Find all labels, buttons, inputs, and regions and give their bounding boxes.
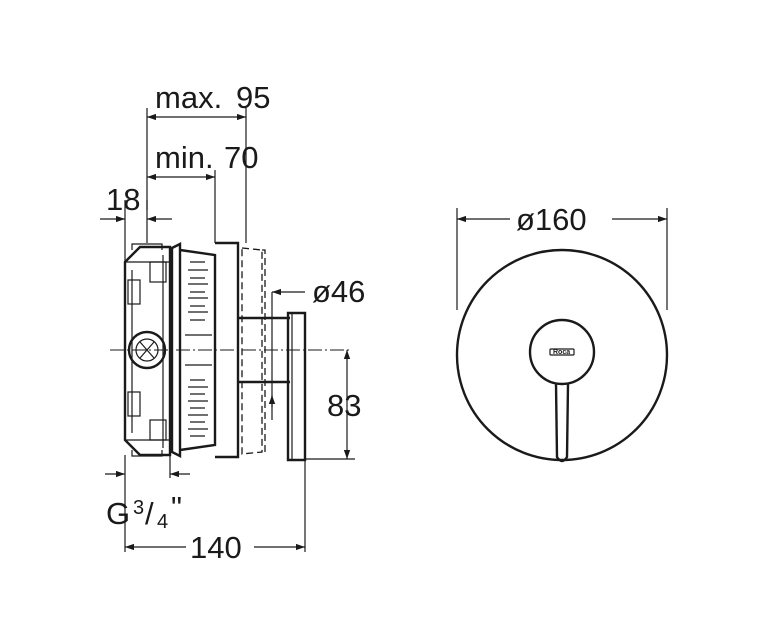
thread-denominator: 4	[157, 511, 168, 533]
min-label: min.	[155, 140, 214, 175]
thread-prefix: G	[106, 496, 130, 531]
plate-diameter: ø160	[516, 202, 587, 237]
logo-badge	[549, 348, 575, 356]
dim-18: 18	[100, 182, 172, 262]
logo-text: Roca	[553, 349, 570, 356]
mounting-flange	[170, 242, 217, 458]
front-lever	[554, 383, 570, 463]
handle-hub	[528, 318, 596, 386]
thread-inch-mark: "	[171, 490, 182, 525]
dim-diameter-46: ø46	[268, 274, 365, 420]
thread-slash: /	[145, 496, 154, 531]
side-view: max. 95 min. 70 18 ø46	[100, 80, 365, 565]
dim-min-70: min. 70	[147, 140, 258, 243]
dim-83: 83	[305, 350, 361, 460]
dim-thread: G 3 / 4 "	[105, 455, 190, 533]
dim-diameter-160: ø160	[456, 202, 668, 310]
stem-diameter: ø46	[312, 274, 365, 309]
dim-140: 140	[124, 460, 306, 565]
outlet-height: 83	[327, 388, 361, 423]
offset-value: 18	[106, 182, 140, 217]
total-depth: 140	[190, 530, 242, 565]
max-label: max.	[155, 80, 222, 115]
thread-numerator: 3	[133, 497, 144, 519]
front-view: Roca ø160	[455, 202, 669, 463]
max-value: 95	[236, 80, 270, 115]
min-value: 70	[224, 140, 258, 175]
dim-max-95: max. 95	[146, 80, 270, 243]
